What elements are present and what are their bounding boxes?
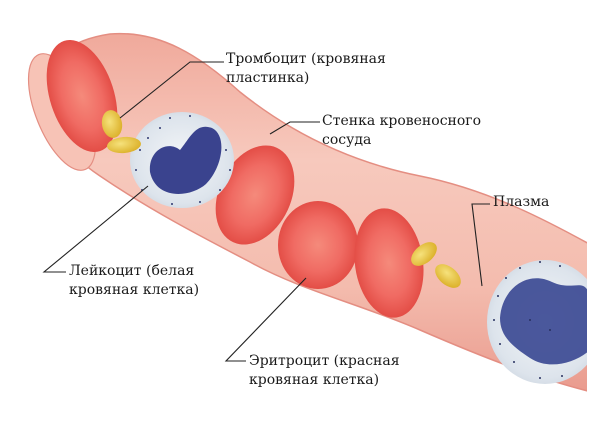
leader-line-leukocyte [42,185,149,273]
platelet-label-line-1: Тромбоцит (кровяная [226,51,386,67]
erythrocyte-4 [354,208,424,318]
vessel-wall-label: Стенка кровеносного сосуда [322,112,481,150]
leukocyte-label-line-1: Лейкоцит (белая [69,263,195,279]
platelet-label-line-2: пластинка) [226,70,310,86]
leader-line-wall [269,121,320,135]
platelet-1 [101,110,123,138]
vessel-wall-label-line-2: сосуда [322,132,372,148]
erythrocyte-2 [215,145,295,245]
platelet-4 [435,264,461,288]
leukocyte-label: Лейкоцит (белая кровяная клетка) [69,262,199,300]
plasma-label: Плазма [493,193,549,212]
leader-line-plasma [471,203,490,287]
erythrocyte-label: Эритроцит (красная кровяная клетка) [249,352,400,390]
leukocyte-left [130,112,234,208]
erythrocyte-label-line-2: кровяная клетка) [249,372,380,388]
leukocyte-label-line-2: кровяная клетка) [69,282,200,298]
plasma-label-line-1: Плазма [493,194,550,210]
erythrocyte-1 [46,39,118,153]
leader-line-platelet [119,61,224,119]
leader-line-erythrocyte [224,277,307,362]
leukocyte-right [487,260,587,384]
vessel-wall-label-line-1: Стенка кровеносного [322,113,482,129]
erythrocyte-label-line-1: Эритроцит (красная [249,353,400,369]
platelet-label: Тромбоцит (кровяная пластинка) [226,50,386,88]
platelet-3 [411,242,437,266]
platelet-2 [107,136,141,154]
erythrocyte-3 [278,201,358,289]
